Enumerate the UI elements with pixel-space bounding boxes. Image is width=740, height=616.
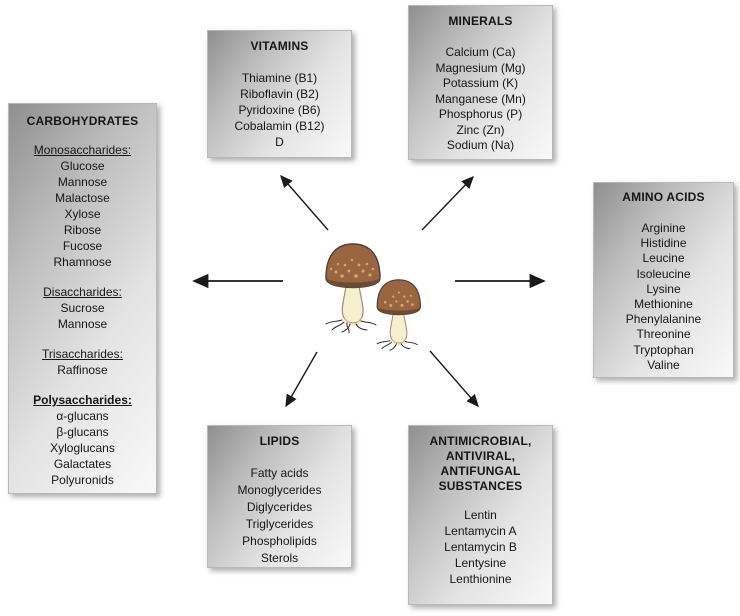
box-item: Rhamnose [53,255,112,269]
section-heading: Polysaccharides: [33,393,132,407]
box-item: Arginine [641,221,686,235]
box-item: Lentamycin A [444,524,517,538]
box-item: Phenylalanine [625,312,702,327]
box-item: Malactose [55,191,110,205]
box-item: Manganese (Mn) [435,91,526,106]
box-title-minerals: MINERALS [448,14,513,28]
box-item: Sodium (Na) [446,138,515,152]
box-item: Methionine [634,297,693,312]
arrow-to-vitamins [280,174,329,231]
box-item: Lysine [646,281,681,296]
box-item: Diglycerides [246,500,313,514]
box-section: Trisaccharides: Raffinose [12,346,153,378]
box-item: Thiamine (B1) [241,71,318,85]
box-item: Mannose [57,175,108,189]
box-item: Monoglycerides [237,483,322,497]
section-heading: Trisaccharides: [42,347,123,361]
box-item: Phospholipids [242,534,317,548]
box-item: Zinc (Zn) [456,122,505,137]
box-item: D [275,135,284,149]
box-item: Potassium (K) [442,76,519,90]
box-item: Fucose [62,239,103,253]
box-minerals: MINERALS Calcium (Ca)Magnesium (Mg)Potas… [408,5,553,160]
box-item: α-glucans [56,409,109,423]
box-antimicrobial-substances: ANTIMICROBIAL, ANTIVIRAL, ANTIFUNGAL SUB… [408,425,553,605]
box-item: Xylose [64,207,101,221]
section-heading: Monosaccharides: [33,143,132,157]
box-item: Tryptophan [633,342,694,357]
box-item: Histidine [640,236,687,251]
box-title-antimicrobial: ANTIMICROBIAL, ANTIVIRAL, ANTIFUNGAL SUB… [429,434,532,493]
box-item: Leucine [642,251,685,266]
box-item: Galactates [53,457,112,471]
box-item: Sterols [260,551,299,565]
box-item: Lenthionine [449,572,512,586]
box-item: Xyloglucans [50,441,115,455]
box-item: Magnesium (Mg) [435,60,526,75]
box-item: Riboflavin (B2) [240,87,319,101]
box-item: Calcium (Ca) [445,45,516,59]
box-item: Ribose [63,223,102,237]
arrow-to-lipids [285,351,318,408]
box-title-lipids: LIPIDS [259,434,300,448]
box-item: Lentin [464,508,497,522]
box-item: Isoleucine [636,266,691,281]
big-mushroom [325,243,381,334]
box-item: Raffinose [57,363,108,377]
box-vitamins: VITAMINS Thiamine (B1) Riboflavin (B2) Pyr… [207,30,352,158]
box-body-minerals: Calcium (Ca)Magnesium (Mg)Potassium (K)M… [412,45,549,154]
section-heading: Disaccharides: [43,285,122,299]
box-item: Triglycerides [245,517,314,531]
box-item: Polyuronids [51,473,114,487]
box-title-amino-acids: AMINO ACIDS [622,190,705,204]
box-item: Lentysine [454,556,507,570]
small-mushroom [376,279,422,351]
box-item: Phosphorus (P) [438,107,523,121]
box-item: Valine [647,357,680,372]
box-title-carbohydrates: CARBOHYDRATES [26,114,139,128]
box-item: Sucrose [60,301,105,315]
box-item: Glucose [60,159,105,173]
box-title-vitamins: VITAMINS [250,39,309,53]
mushrooms-illustration [325,243,422,351]
box-item: Fatty acids [250,466,309,480]
arrow-to-minerals [421,175,474,231]
box-item: β-glucans [56,425,109,439]
arrow-to-antimicrobial [429,350,479,408]
box-item: Pyridoxine (B6) [238,103,321,117]
box-item: Lentamycin B [444,540,517,554]
box-item: Mannose [57,317,108,331]
box-item: Cobalamin (B12) [234,119,325,133]
box-body-vitamins: Thiamine (B1) Riboflavin (B2) Pyridoxine (… [211,70,348,150]
box-item: Threonine [636,327,691,342]
